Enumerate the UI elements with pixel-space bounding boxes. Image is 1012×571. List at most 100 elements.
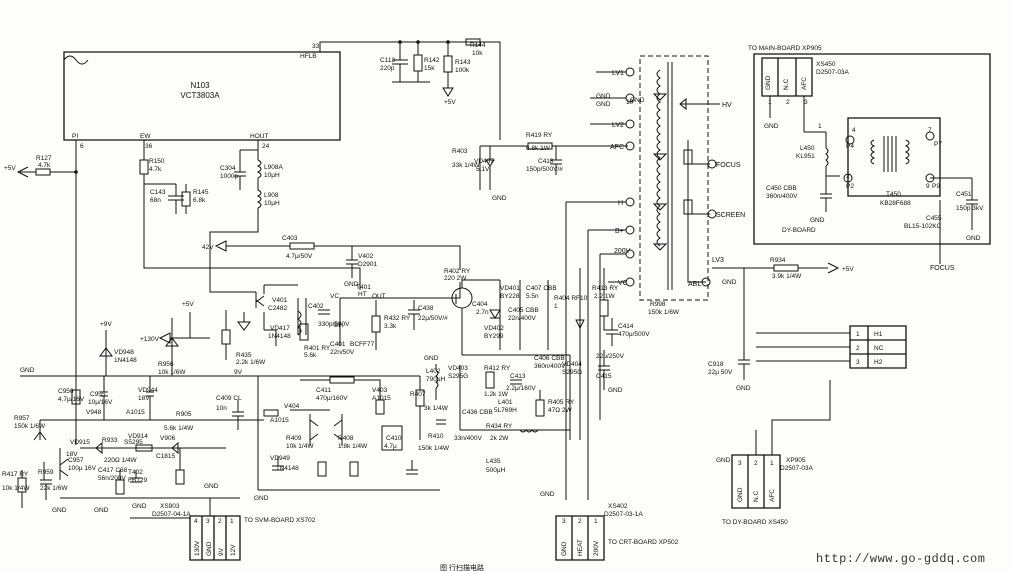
ew-network: R150 4.7k C143 68n R145 6.8k [139, 140, 361, 290]
gnd-5: GND [764, 123, 779, 130]
pin-num-33: 33 [312, 43, 320, 50]
ic-n103: N103 VCT3803A PI EW HOUT HFLB 33 6 36 24 [63, 43, 341, 150]
value-l401: 5L769H [494, 407, 517, 414]
dy-conn-part: D2507-03A [816, 69, 850, 76]
r417-network: R934 3.9k 1/4W +5V C918 22μ 50V [708, 257, 854, 380]
label-r413: R413 RY [592, 285, 619, 292]
dy-pin-afc: AFC [801, 77, 808, 90]
value-r127: 4.7k [38, 162, 51, 169]
xp905-part: D2507-03A [780, 465, 814, 472]
value-r959: 10k 1/4W [2, 485, 30, 492]
label-r143: R143 [455, 59, 471, 66]
value-c304: 1000p [220, 173, 238, 180]
label-v948: R957 [14, 415, 30, 422]
label-r411: R407 [410, 391, 426, 398]
label-r412: R412 RY [484, 365, 511, 372]
fbt-lv1: LV1 [612, 70, 624, 77]
label-t401: T401 [356, 284, 371, 291]
value-r956: 4.7μ/16V [58, 396, 85, 403]
value-r407: A1015 [372, 395, 391, 402]
rail-42v-label: 42V [202, 244, 214, 251]
value-c411: 10n [216, 405, 227, 412]
value-r145: 6.8k [193, 197, 206, 204]
xs903-pin-2: 2 [218, 518, 222, 525]
value-c418: 150p/500V/# [526, 166, 563, 173]
fbt-bplus: B+ [615, 228, 624, 235]
h-pin-2: 2 [856, 345, 860, 352]
xp905: 3 2 1 GND N.C AFC XP905 D2507-03A TO DY-… [722, 380, 831, 526]
label-l908: L908 [264, 192, 279, 199]
fbt-200v: 200V [614, 248, 631, 255]
value-v948: 150k 1/6W [14, 423, 46, 430]
fbt-focus: FOCUS [716, 162, 741, 169]
ic-ref: N103 [190, 81, 210, 90]
dy-c450: C450 CBB [766, 185, 797, 192]
label-r435: R435 [236, 352, 252, 359]
rail-200v-network: VD404 S295G R413 RY 2.2 1W C414 470μ/500… [562, 268, 650, 440]
dy-c455-val: BL15-102KC [904, 223, 942, 230]
dy-pin-nc: N.C [783, 79, 790, 91]
afc-network: R403 33k 1/4W VD407 5.1V R419 RY 6.8k 1W… [452, 132, 628, 190]
label-c415: C415 [596, 373, 612, 380]
dy-pin-num-2: 2 [786, 99, 790, 106]
ground-labels: GND GND GND GND GND GND GND GND GND GND … [20, 93, 981, 514]
value-v906: 100μ 16V [68, 465, 97, 472]
value-vd417: 1N4148 [268, 333, 291, 340]
fbt-h: H [618, 200, 623, 207]
dy-p9: P9 [932, 183, 940, 190]
value-c405: 22n/400V [508, 315, 536, 322]
value-c413: 2.2μ/160V [506, 385, 536, 392]
xs903-pin-3: 3 [206, 518, 210, 525]
dy-n9: 9 [926, 183, 930, 190]
value-c955: 18V [138, 395, 150, 402]
left-section: +9V VD948 1N4148 R956 10k 1/6W +130V +5V… [2, 301, 260, 516]
value-vd404: S295G [562, 369, 582, 376]
xs903-gnd: GND [206, 541, 213, 556]
rail-5v-right: +5V [842, 266, 854, 273]
dy-conn: XS450 [816, 61, 836, 68]
label-c956: C955 [90, 391, 106, 398]
value-c143: 68n [150, 197, 161, 204]
value-r905: 18V [66, 451, 78, 458]
pi-input: +5V R127 4.7k [4, 140, 78, 445]
value-r402: 4.7μ/50V [286, 253, 313, 260]
label-r934: C417 C68 [98, 467, 128, 474]
fbt-vc: VC [618, 280, 628, 287]
label-c412: R410 [428, 433, 444, 440]
value-t402: 150k 1/6W [648, 309, 680, 316]
pin-label-hflb: HFLB [300, 53, 317, 60]
xp905-ref: XP905 [786, 457, 806, 464]
value-r406: 470μ/160V [316, 395, 348, 402]
label-r403: R403 [452, 148, 468, 155]
rail-9v-plus: +9V [100, 321, 112, 328]
value-vd948: 10k 1/6W [158, 369, 186, 376]
rail-130v: +130V [140, 336, 160, 343]
label-c918: T402 [128, 469, 143, 476]
value-c412: 150k 1/4W [418, 445, 450, 452]
value-c113: 220p [380, 65, 395, 72]
value-c956: 10μ/16V [88, 399, 113, 406]
pin-label-pi: PI [72, 133, 78, 140]
fbt-lv2: LV2 [612, 122, 624, 129]
dy-n4: 4 [852, 127, 856, 134]
rail-42v: 42V C403 4.7μ/50V V402 D2901 [202, 235, 461, 278]
value-r934: 56n/200V [98, 475, 126, 482]
value-c957: 22k 1/6W [40, 485, 68, 492]
xs903-pin-1: 1 [230, 518, 234, 525]
value-r413: 2.2 1W [594, 293, 615, 300]
dy-c450-val: 360n/400V [766, 193, 798, 200]
value-r144: 10k [472, 50, 483, 57]
value-r403: 33k 1/4W [452, 162, 480, 169]
value-v404: 1.8k 1/4W [338, 443, 368, 450]
label-c436: C436 CBB [462, 409, 493, 416]
label-r407: V403 [372, 387, 388, 394]
label-c404: C404 [472, 301, 488, 308]
xs402: 3 2 1 GND HEAT 200V XS402 D2507-03-1A TO… [555, 503, 679, 561]
value-r417: 3.9k 1/4W [772, 273, 802, 280]
label-v405: C410 [386, 435, 402, 442]
dy-c451-val: 150p 3kV [956, 205, 984, 212]
value-c415-v: 22μ/250V [596, 353, 625, 360]
label-vd404: VD404 [562, 361, 582, 368]
label-r434: R434 RY [486, 423, 513, 430]
gnd-3: GND [596, 101, 611, 108]
